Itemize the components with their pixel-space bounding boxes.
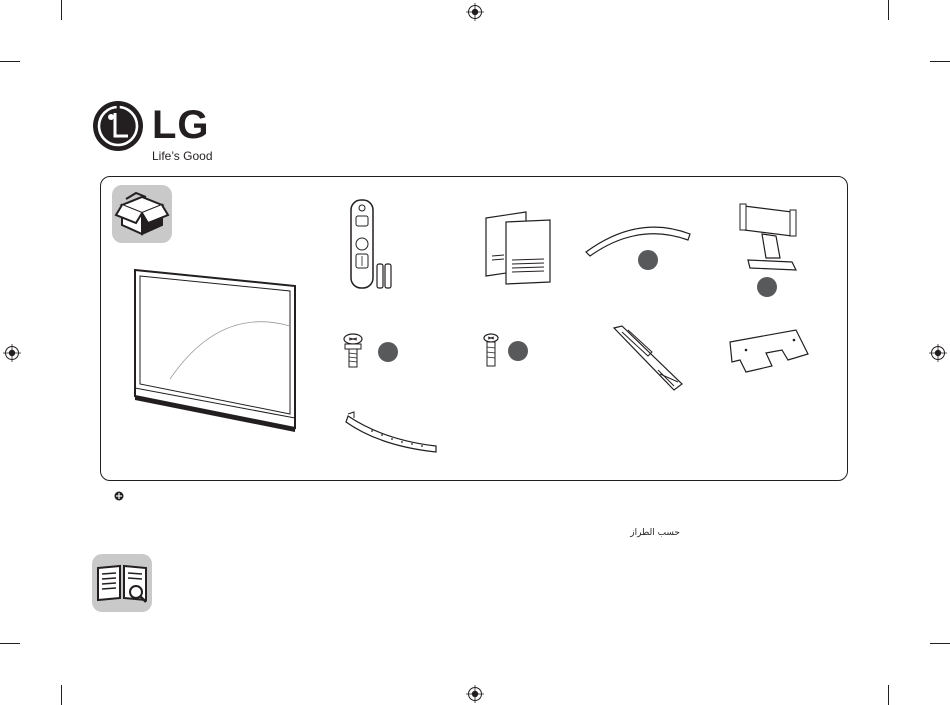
plus-bullet-icon [114, 491, 124, 501]
crop-mark [0, 643, 20, 644]
crop-mark [61, 0, 62, 20]
brand-logo: LG Life’s Good [92, 100, 232, 164]
item-marker-dot [508, 341, 528, 361]
crop-mark [930, 61, 950, 62]
stand-icon [736, 200, 804, 274]
registration-mark-icon [466, 685, 484, 703]
registration-mark-icon [466, 3, 484, 21]
remote-control-icon [346, 198, 394, 290]
item-marker-dot [638, 250, 658, 270]
item-marker-dot [757, 277, 777, 297]
crop-mark [888, 0, 889, 20]
tv-illustration [130, 266, 300, 432]
crop-mark [61, 685, 62, 705]
model-note-arabic: حسب الطراز [600, 528, 680, 538]
registration-mark-icon [3, 344, 21, 362]
screw-icon [482, 332, 500, 368]
screw-icon [342, 332, 364, 370]
bracket-tool-icon [608, 322, 688, 392]
crop-mark [0, 61, 20, 62]
manual-booklets-icon [482, 210, 554, 286]
curved-cover-icon [582, 218, 694, 258]
brand-slogan: Life’s Good [152, 149, 213, 163]
brand-wordmark: LG [152, 105, 210, 145]
cable-strip-icon [344, 410, 440, 456]
lg-face-icon [92, 100, 144, 152]
back-plate-icon [726, 326, 812, 376]
crop-mark [888, 685, 889, 705]
open-book-magnifier-icon [92, 554, 152, 612]
crop-mark [930, 643, 950, 644]
registration-mark-icon [929, 344, 947, 362]
item-marker-dot [378, 342, 398, 362]
package-box-icon [112, 185, 172, 243]
